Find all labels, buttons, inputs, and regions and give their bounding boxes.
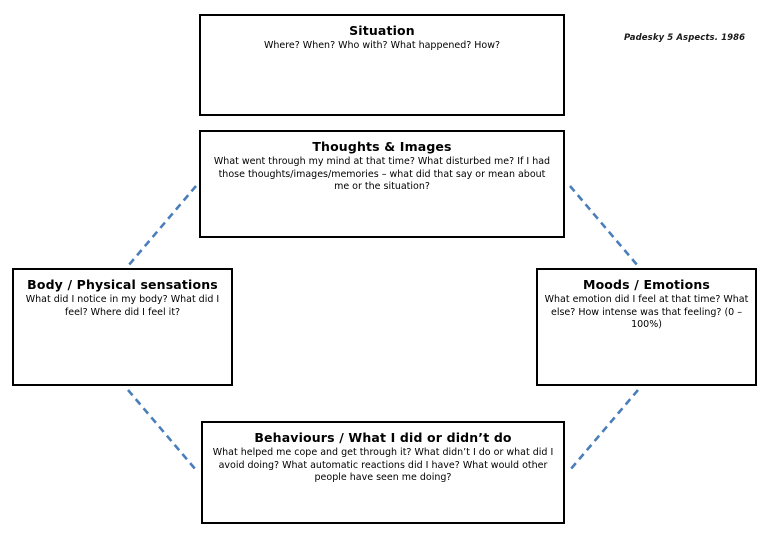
node-body-prompt: What did I notice in my body? What did I… xyxy=(25,294,220,318)
node-behaviours-prompt: What helped me cope and get through it? … xyxy=(212,447,554,483)
node-situation[interactable]: Situation Where? When? Who with? What ha… xyxy=(199,14,565,116)
node-thoughts[interactable]: Thoughts & Images What went through my m… xyxy=(199,130,565,238)
node-thoughts-title: Thoughts & Images xyxy=(312,139,452,154)
node-moods-title: Moods / Emotions xyxy=(582,277,710,292)
node-thoughts-prompt: What went through my mind at that time? … xyxy=(213,156,551,192)
node-body[interactable]: Body / Physical sensations What did I no… xyxy=(12,268,233,386)
node-behaviours-title: Behaviours / What I did or didn’t do xyxy=(254,430,512,445)
connector-moods-to-behaviours xyxy=(569,389,639,471)
node-situation-prompt: Where? When? Who with? What happened? Ho… xyxy=(263,40,501,51)
node-body-title: Body / Physical sensations xyxy=(27,277,218,292)
node-moods-prompt: What emotion did I feel at that time? Wh… xyxy=(544,294,749,330)
connector-thoughts-to-moods xyxy=(569,185,639,267)
node-situation-title: Situation xyxy=(349,23,415,38)
connector-body-to-behaviours xyxy=(127,389,197,471)
node-behaviours[interactable]: Behaviours / What I did or didn’t do Wha… xyxy=(201,421,565,524)
connector-thoughts-to-body xyxy=(127,185,197,267)
citation-label: Padesky 5 Aspects. 1986 xyxy=(624,33,746,43)
node-moods[interactable]: Moods / Emotions What emotion did I feel… xyxy=(536,268,757,386)
